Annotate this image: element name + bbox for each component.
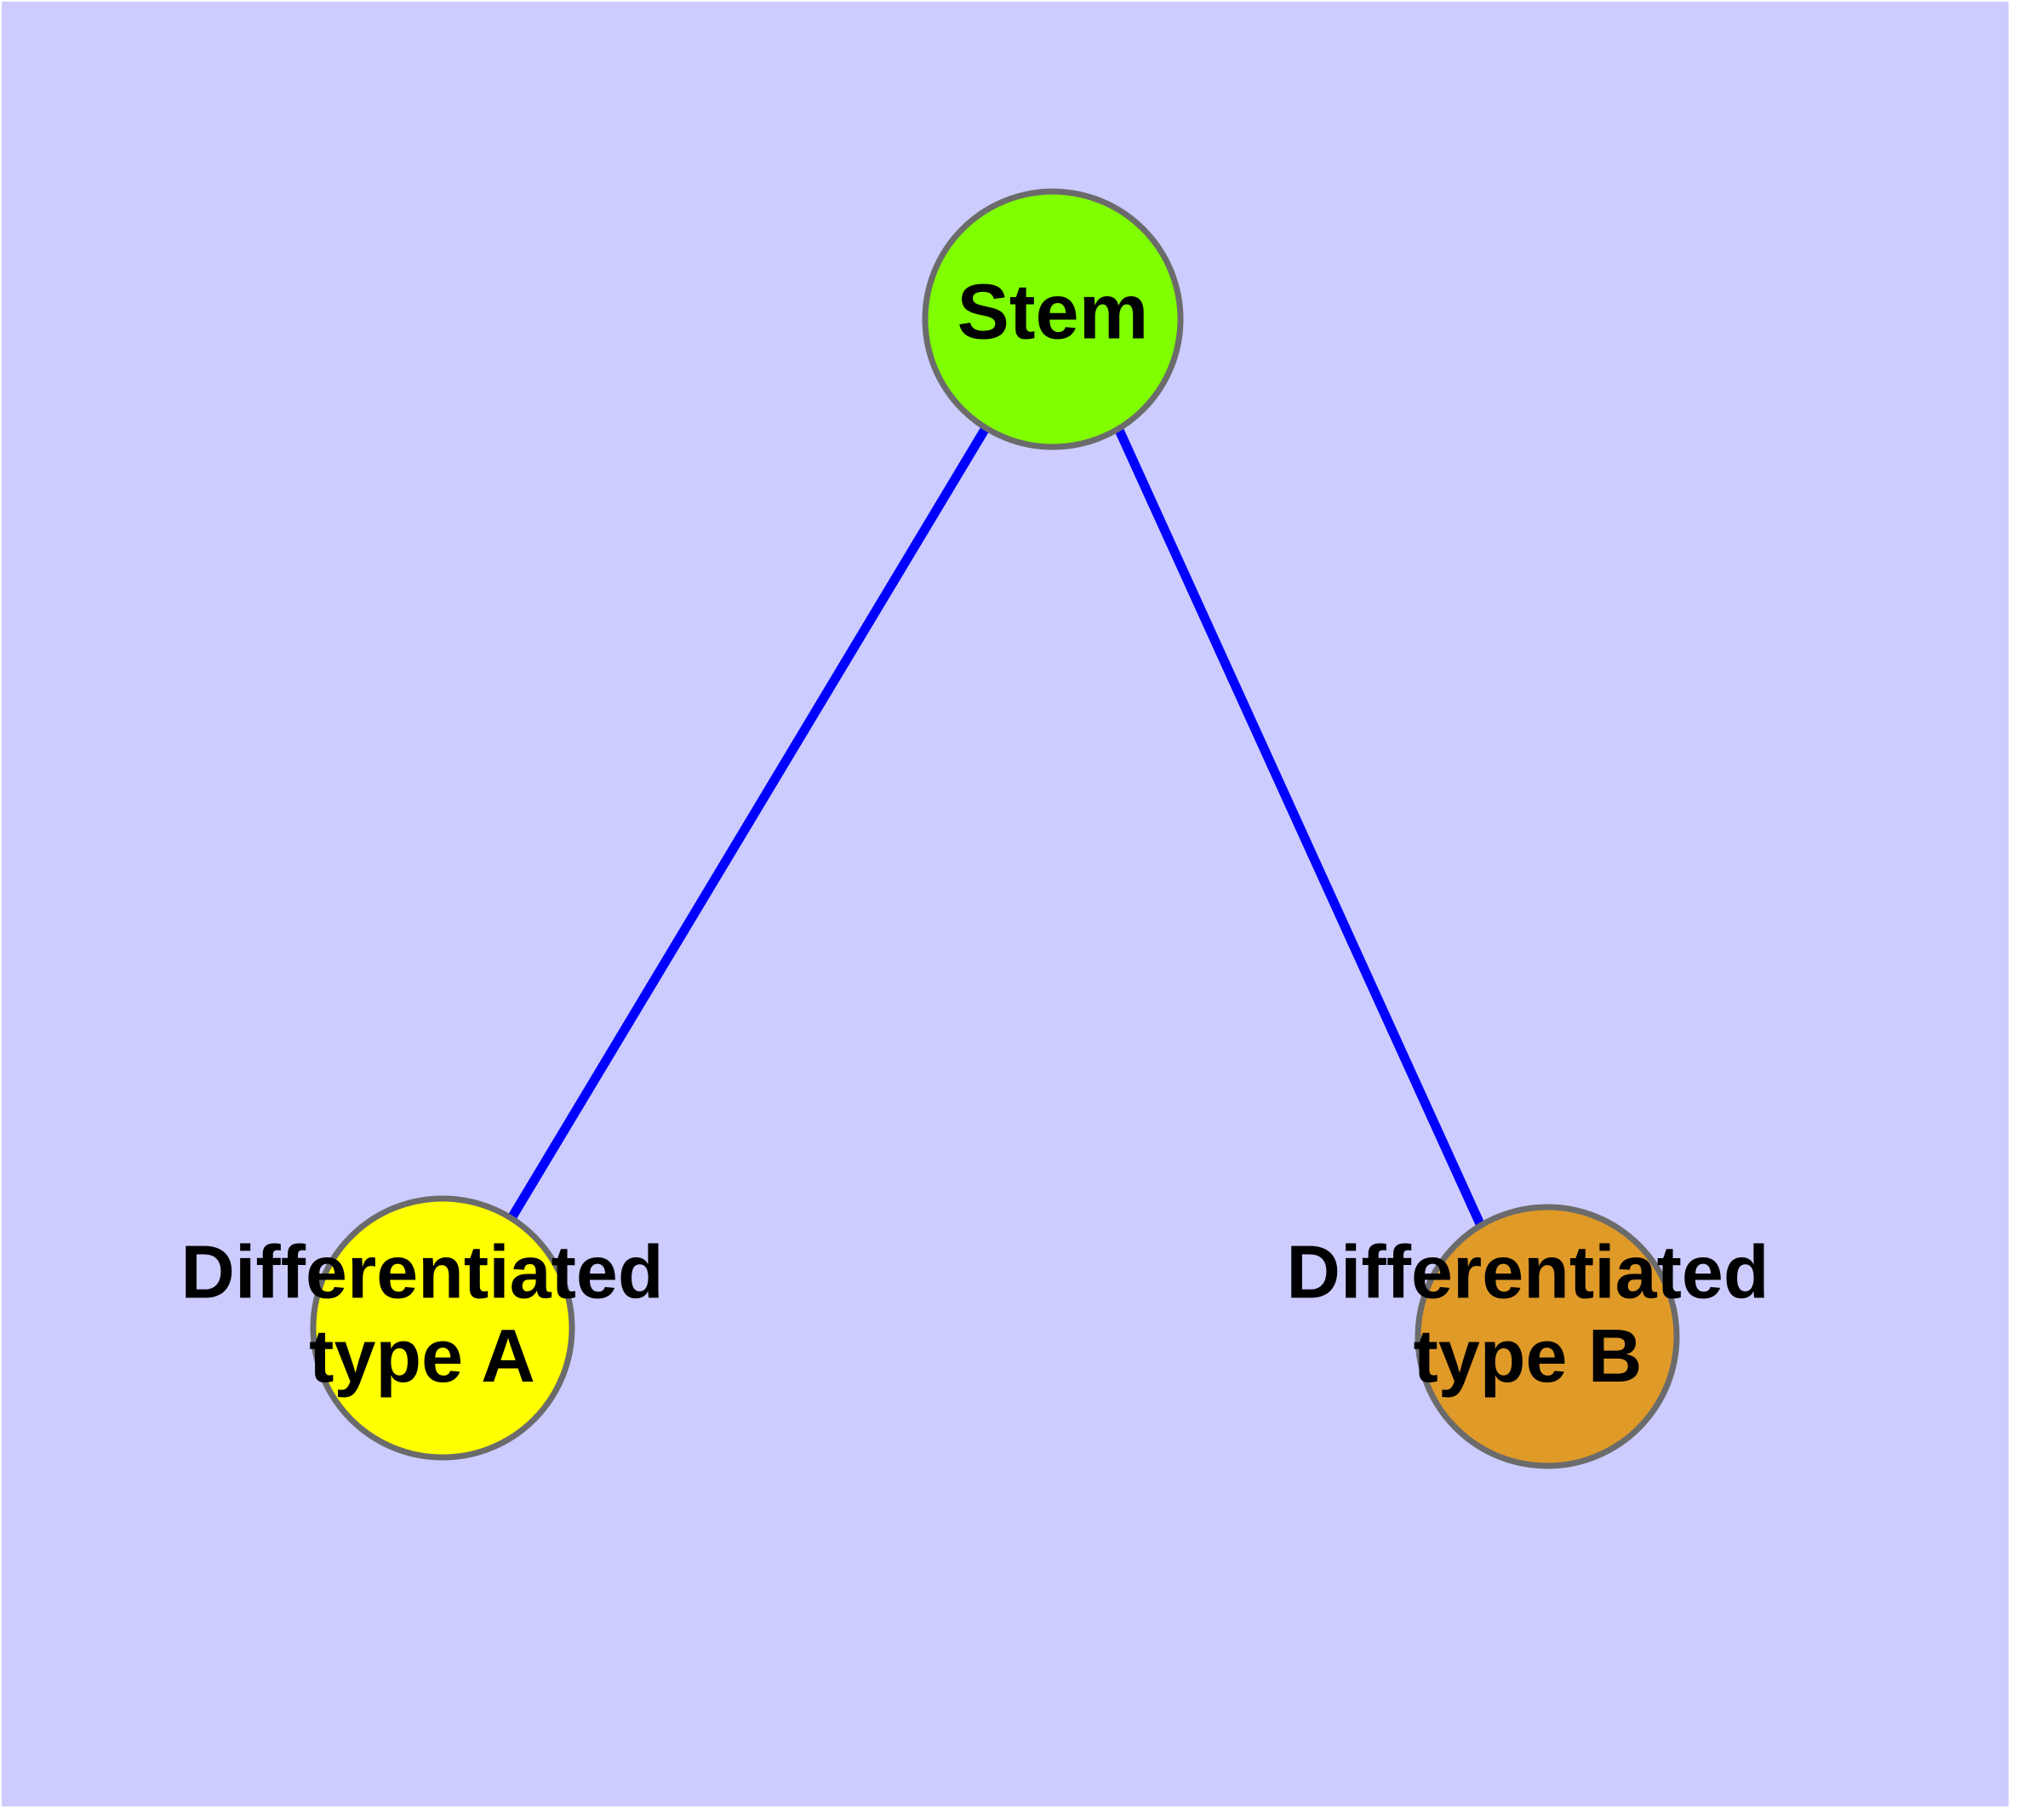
- graph-node-differentiated-type-a[interactable]: [310, 1195, 575, 1461]
- graph-node-differentiated-type-b[interactable]: [1415, 1204, 1680, 1469]
- edges-layer: [507, 426, 1486, 1228]
- graph-node-stem[interactable]: [922, 188, 1184, 450]
- node-label-line: Differentiated: [1286, 1229, 1769, 1313]
- nodes-layer: [310, 188, 1680, 1469]
- node-label-line: Stem: [957, 269, 1149, 356]
- node-label-line: Differentiated: [180, 1229, 663, 1313]
- node-label-stem: Stem: [957, 269, 1149, 356]
- graph-edge-stem-to-type-a[interactable]: [507, 426, 990, 1221]
- graph-edge-stem-to-type-b[interactable]: [1113, 426, 1486, 1228]
- node-label-line: type B: [1414, 1313, 1643, 1398]
- node-label-line: type A: [309, 1313, 535, 1398]
